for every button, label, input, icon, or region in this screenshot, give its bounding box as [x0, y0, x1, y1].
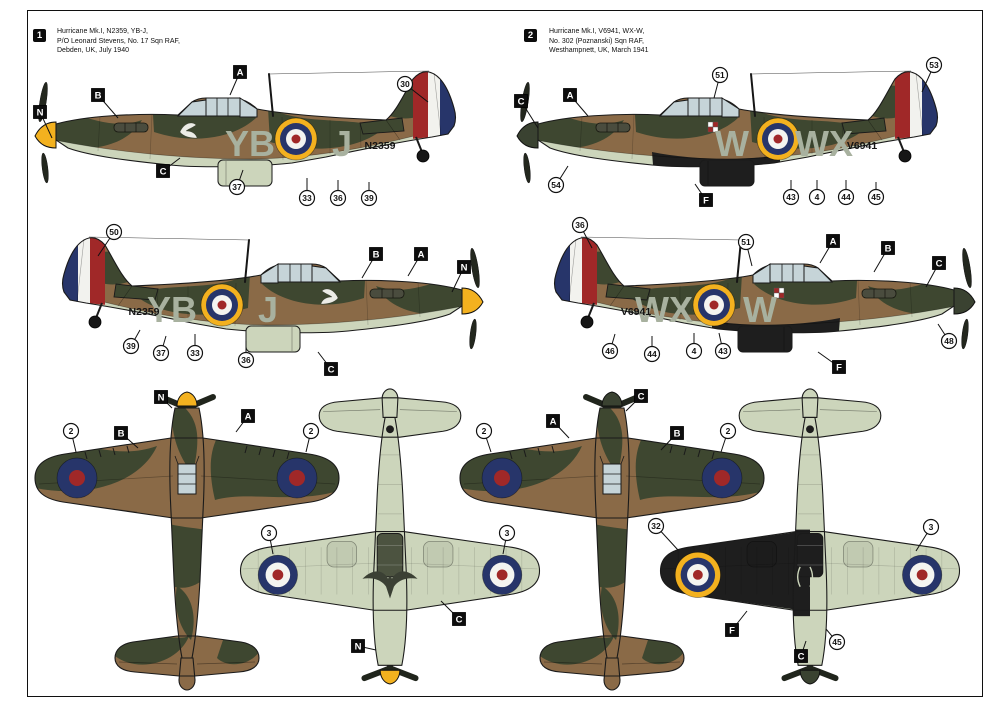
scheme1-port-profile: YB J N2359 — [34, 70, 457, 187]
svg-text:W: W — [743, 289, 777, 330]
scheme-2-number-badge: 2 — [524, 29, 537, 42]
scheme-1-caption: Hurricane Mk.I, N2359, YB-J, P/O Leonard… — [57, 27, 180, 56]
caption-line: No. 302 (Poznanski) Sqn RAF, — [549, 37, 644, 45]
svg-text:N2359: N2359 — [365, 140, 396, 152]
svg-text:W: W — [715, 123, 749, 164]
scheme2-starboard-profile: WX W V6941 — [553, 236, 976, 353]
svg-text:YB: YB — [225, 123, 275, 164]
svg-text:V6941: V6941 — [847, 140, 878, 152]
sheet-border — [27, 10, 983, 697]
svg-text:J: J — [332, 123, 352, 164]
scheme1-starboard-profile: YB J N2359 — [61, 236, 484, 353]
svg-text:YB: YB — [147, 289, 197, 330]
scheme1-bottom-view — [239, 388, 541, 685]
svg-text:J: J — [258, 289, 278, 330]
caption-line: Westhampnett, UK, March 1941 — [549, 47, 649, 54]
caption-line: Hurricane Mk.I, N2359, YB-J, — [57, 28, 148, 35]
svg-text:V6941: V6941 — [621, 306, 652, 318]
scheme-2-caption: Hurricane Mk.I, V6941, WX-W, No. 302 (Po… — [549, 27, 648, 56]
scheme-1-number-badge: 1 — [33, 29, 46, 42]
svg-text:WX: WX — [795, 123, 853, 164]
svg-text:WX: WX — [635, 289, 693, 330]
caption-line: P/O Leonard Stevens, No. 17 Sqn RAF, — [57, 37, 180, 45]
svg-text:N2359: N2359 — [129, 306, 160, 318]
caption-line: Hurricane Mk.I, V6941, WX-W, — [549, 28, 645, 35]
scheme2-bottom-view — [659, 388, 961, 685]
caption-line: Debden, UK, July 1940 — [57, 47, 129, 54]
